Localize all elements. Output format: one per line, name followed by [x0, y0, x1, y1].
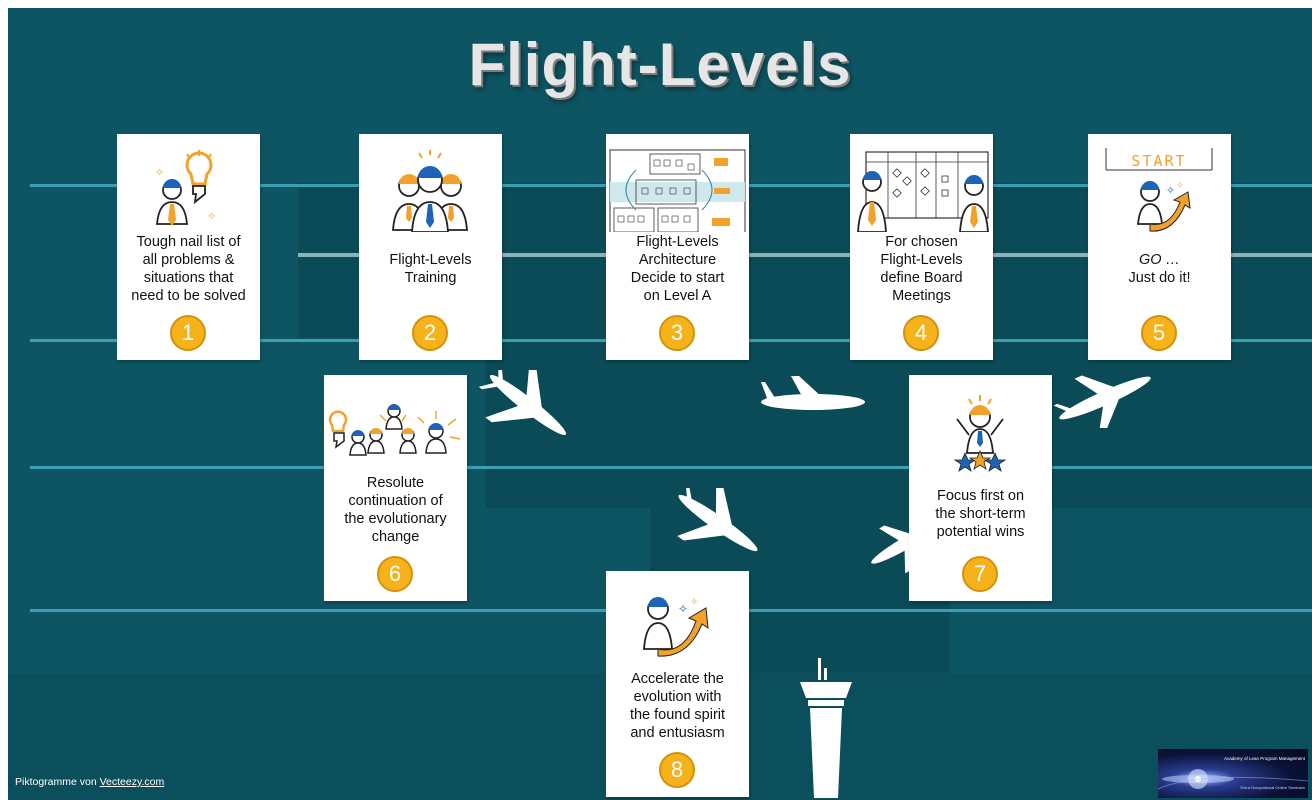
svg-text:✧: ✧	[207, 211, 216, 223]
step-card-5: START ✧ ✧ GO … Just do it! 5	[1088, 134, 1231, 360]
acceleration-icon: ✧ ✧	[643, 597, 709, 657]
board-meeting-icon	[857, 151, 989, 232]
vecteezy-link[interactable]: Vecteezy.com	[99, 776, 165, 788]
step-card-8: ✧ ✧ Accelerate the evolution with the fo…	[606, 571, 749, 797]
step-number-badge: 2	[412, 315, 448, 351]
flight-level-line	[298, 253, 1312, 257]
step-label: GO … Just do it!	[1128, 252, 1191, 286]
step-number-badge: 7	[962, 556, 998, 592]
svg-text:✧: ✧	[155, 167, 164, 179]
step-label: Flight-Levels Training	[389, 252, 472, 286]
credit-prefix: Piktogramme von	[15, 776, 100, 788]
start-growth-icon: START ✧ ✧	[1105, 148, 1213, 232]
light-burst-icon	[1158, 769, 1308, 790]
step-label: Resolute continuation of the evolutionar…	[344, 475, 447, 545]
step-number-badge: 5	[1141, 315, 1177, 351]
logo-subtitle: Extra Occupational Online Seminars	[1240, 785, 1305, 790]
airplane-icon	[677, 488, 758, 552]
step-label: Flight-Levels Architecture Decide to sta…	[630, 234, 725, 304]
step-card-7: Focus first on the short-term potential …	[909, 375, 1052, 601]
step-label: Accelerate the evolution with the found …	[629, 671, 726, 741]
step-card-4: For chosen Flight-Levels define Board Me…	[850, 134, 993, 360]
slide-title: Flight-Levels	[468, 31, 852, 98]
idea-person-icon: ✧ ✧	[155, 150, 216, 226]
step-label: Focus first on the short-term potential …	[935, 488, 1026, 540]
academy-logo: Academy of Lean Program Management Extra…	[1158, 749, 1308, 798]
step-number-badge: 1	[170, 315, 206, 351]
svg-text:✧: ✧	[690, 597, 698, 608]
step-number-badge: 3	[659, 315, 695, 351]
winner-stars-icon	[953, 395, 1007, 472]
svg-text:✧: ✧	[1166, 185, 1175, 197]
logo-title: Academy of Lean Program Management	[1223, 756, 1305, 761]
step-card-2: Flight-Levels Training 2	[359, 134, 502, 360]
step-card-3: Flight-Levels Architecture Decide to sta…	[606, 134, 749, 360]
step-number-badge: 8	[659, 752, 695, 788]
airplane-icon	[1053, 375, 1151, 428]
step-label: For chosen Flight-Levels define Board Me…	[880, 234, 963, 304]
control-tower-icon	[800, 658, 852, 798]
airplane-icon	[761, 376, 865, 410]
step-number-badge: 6	[377, 556, 413, 592]
svg-text:START: START	[1131, 152, 1186, 170]
svg-text:✧: ✧	[678, 602, 688, 616]
step-label: Tough nail list of all problems & situat…	[131, 234, 246, 304]
slide-canvas: Flight-Levels	[8, 8, 1312, 800]
airplane-icon	[478, 370, 567, 436]
architecture-board-icon	[609, 149, 746, 232]
step-card-1: ✧ ✧ Tough nail list of all problems & si…	[117, 134, 260, 360]
flight-level-line	[30, 466, 1312, 469]
svg-text:✧: ✧	[1176, 180, 1184, 190]
team-icon	[392, 150, 468, 232]
step-card-6: Resolute continuation of the evolutionar…	[324, 375, 467, 601]
spreading-change-icon	[328, 404, 461, 456]
step-number-badge: 4	[903, 315, 939, 351]
pictogram-credit: Piktogramme von Vecteezy.com	[15, 776, 164, 788]
